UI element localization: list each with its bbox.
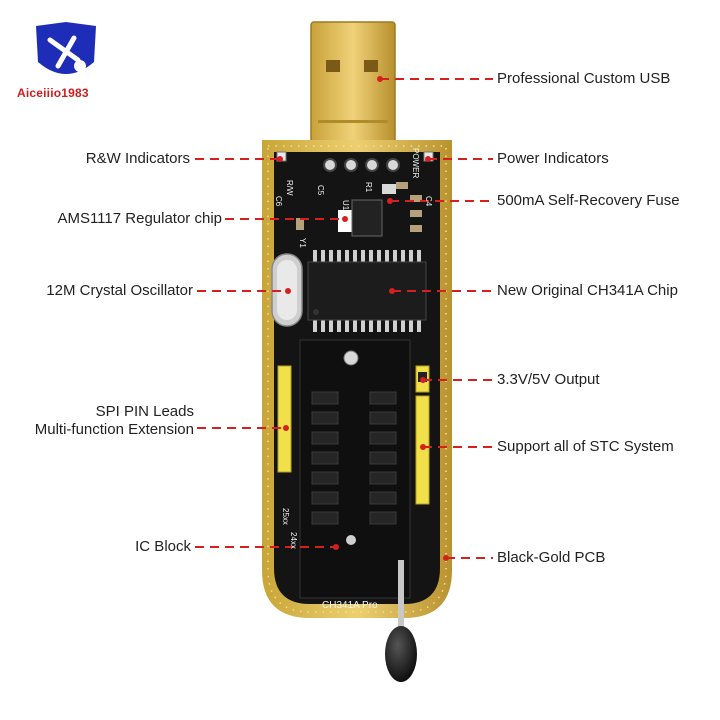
lever-knob: [385, 626, 417, 682]
label-self-recovery-fuse: 500mA Self-Recovery Fuse: [497, 192, 680, 209]
brand-logo: [36, 22, 96, 74]
silk-c6: C6: [274, 196, 283, 207]
brand-name: Aiceiiio1983: [17, 86, 89, 100]
silk-power: POWER: [411, 148, 420, 178]
label-ic-block: IC Block: [135, 538, 191, 555]
label-black-gold-pcb: Black-Gold PCB: [497, 549, 606, 566]
silk-rw: R/W: [285, 180, 294, 196]
socket-marking-24xx: 24xx: [289, 532, 298, 549]
usb-solder-pads: [323, 158, 400, 172]
label-stc-support: Support all of STC System: [497, 438, 674, 455]
zif-socket: [299, 339, 411, 632]
label-regulator-chip: AMS1117 Regulator chip: [57, 210, 222, 227]
leader-dots: [277, 76, 449, 561]
smd-components: [296, 182, 422, 232]
silk-y1: Y1: [298, 238, 307, 248]
silk-r1: R1: [364, 182, 373, 193]
label-multi-function-extension: Multi-function Extension: [34, 421, 194, 438]
label-professional-usb: Professional Custom USB: [497, 70, 671, 87]
silk-c5: C5: [316, 185, 325, 196]
spi-pin-header: [277, 365, 292, 473]
label-crystal-oscillator: 12M Crystal Oscillator: [46, 282, 193, 299]
label-power-indicators: Power Indicators: [497, 150, 609, 167]
leader-lines: [195, 78, 493, 559]
socket-marking-25xx: 25xx: [281, 508, 290, 525]
fuse-component: [382, 184, 396, 194]
model-marking: CH341A Pro: [322, 600, 378, 611]
label-spi-pin-leads: SPI PIN Leads: [95, 403, 194, 420]
label-ch341a-chip: New Original CH341A Chip: [497, 282, 678, 299]
label-voltage-output: 3.3V/5V Output: [497, 371, 600, 388]
usb-connector: [310, 21, 396, 163]
stc-pin-header: [415, 395, 430, 505]
silk-u1: U1: [341, 200, 350, 211]
ch341a-chip: [307, 250, 427, 332]
silk-c4: C4: [424, 196, 433, 207]
label-rw-indicators: R&W Indicators: [85, 150, 190, 167]
